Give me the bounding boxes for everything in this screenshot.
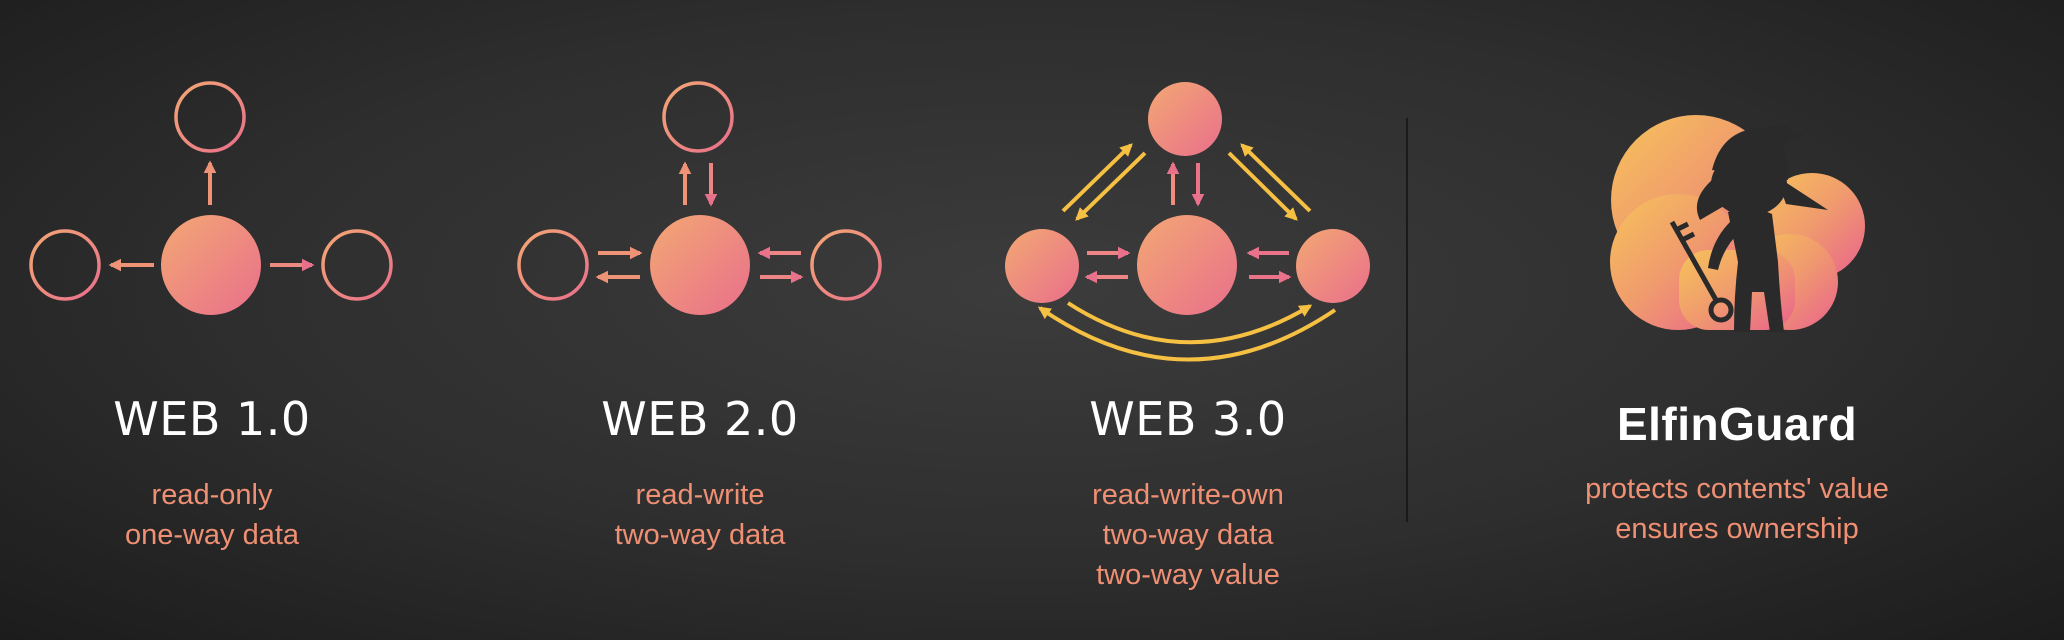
elfinguard-title: ElfinGuard: [1616, 398, 1858, 450]
web1-line-2: one-way data: [124, 519, 300, 551]
web3-gold-arc-inner: [1066, 301, 1313, 345]
web1-left-node: [29, 229, 101, 301]
web2-diagram: [517, 81, 882, 315]
web2-title: WEB 2.0: [601, 392, 799, 446]
web2-left-node: [517, 229, 589, 301]
elfinguard-description: protects contents' value ensures ownersh…: [1537, 469, 1937, 549]
web2-top-node: [662, 81, 734, 153]
web3-line-3: two-way value: [1096, 559, 1280, 591]
web3-center-node: [1137, 215, 1237, 315]
elf-silhouette: [1696, 124, 1828, 332]
web3-left-node: [1005, 229, 1079, 303]
web3-title: WEB 3.0: [1089, 392, 1287, 446]
web1-line-1: read-only: [151, 479, 273, 511]
web3-right-node: [1296, 229, 1370, 303]
web2-line-1: read-write: [635, 479, 765, 511]
key-icon: [1669, 220, 1734, 323]
web1-diagram: [29, 81, 393, 315]
web2-line-2: two-way data: [614, 519, 786, 551]
web1-description: read-only one-way data: [12, 475, 412, 555]
web3-diagram: [1005, 82, 1370, 362]
web3-gold-arrow-right-up: [1240, 143, 1312, 213]
web1-top-node: [174, 81, 246, 153]
elfinguard-line-1: protects contents' value: [1585, 473, 1889, 505]
web3-top-node: [1148, 82, 1222, 156]
web1-right-node: [321, 229, 393, 301]
web3-line-2: two-way data: [1102, 519, 1274, 551]
web2-description: read-write two-way data: [500, 475, 900, 555]
web3-gold-arrow-right-down: [1227, 151, 1298, 221]
elfinguard-line-2: ensures ownership: [1615, 513, 1859, 545]
web3-description: read-write-own two-way data two-way valu…: [988, 475, 1388, 595]
web3-gold-arrow-left-down: [1075, 151, 1147, 221]
web2-right-node: [810, 229, 882, 301]
web1-center-node: [161, 215, 261, 315]
web3-line-1: read-write-own: [1092, 479, 1284, 511]
web3-gold-arrow-left-up: [1061, 143, 1133, 213]
web3-gold-arc-outer: [1037, 306, 1337, 362]
web1-title: WEB 1.0: [113, 392, 311, 446]
web2-center-node: [650, 215, 750, 315]
elfin-guard-logo: [1610, 115, 1865, 332]
